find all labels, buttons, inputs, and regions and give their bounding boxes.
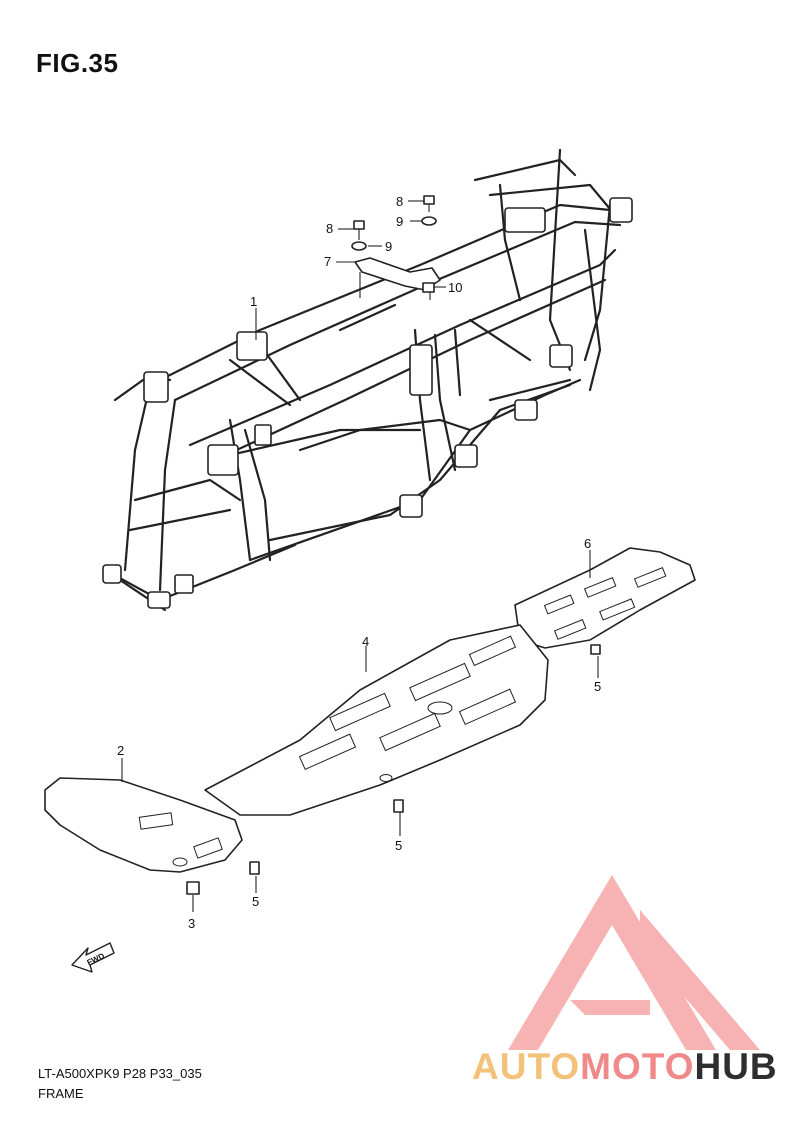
skid-bolt-icon bbox=[249, 644, 601, 875]
center-skid-plate-part bbox=[204, 624, 549, 816]
callout-1: 1 bbox=[250, 294, 257, 309]
frame-brackets bbox=[102, 197, 633, 609]
model-code: LT-A500XPK9 P28 P33_035 bbox=[38, 1066, 202, 1081]
callout-5-front: 5 bbox=[252, 894, 259, 909]
forward-arrow-icon: FWD bbox=[71, 942, 115, 973]
rear-skid-plate-part bbox=[514, 547, 696, 649]
brand-part-1: AUTO bbox=[472, 1046, 581, 1087]
section-name: FRAME bbox=[38, 1086, 84, 1101]
callout-7: 7 bbox=[324, 254, 331, 269]
watermark-brand: AUTOMOTOHUB bbox=[472, 1046, 778, 1088]
callout-8-right: 8 bbox=[396, 194, 403, 209]
washer-icon bbox=[351, 216, 437, 251]
callout-5-center: 5 bbox=[395, 838, 402, 853]
callout-4: 4 bbox=[362, 634, 369, 649]
watermark-logo-icon bbox=[508, 875, 760, 1050]
brand-part-3: HUB bbox=[694, 1046, 778, 1087]
figure-title: FIG.35 bbox=[36, 48, 119, 78]
callout-6: 6 bbox=[584, 536, 591, 551]
callout-3: 3 bbox=[188, 916, 195, 931]
leader-lines bbox=[121, 200, 599, 912]
main-frame-drawing bbox=[103, 148, 622, 612]
callout-9-left: 9 bbox=[385, 239, 392, 254]
nut-icon bbox=[422, 282, 435, 293]
callout-5-rear: 5 bbox=[594, 679, 601, 694]
upper-bracket-part bbox=[354, 257, 441, 300]
brand-part-2: MOTO bbox=[580, 1046, 695, 1087]
bolt-icon bbox=[353, 195, 435, 240]
front-skid-plate-part bbox=[44, 777, 243, 873]
clip-nut-icon bbox=[186, 881, 200, 895]
callout-8-left: 8 bbox=[326, 221, 333, 236]
callout-9-right: 9 bbox=[396, 214, 403, 229]
callout-2: 2 bbox=[117, 743, 124, 758]
callout-10: 10 bbox=[448, 280, 462, 295]
